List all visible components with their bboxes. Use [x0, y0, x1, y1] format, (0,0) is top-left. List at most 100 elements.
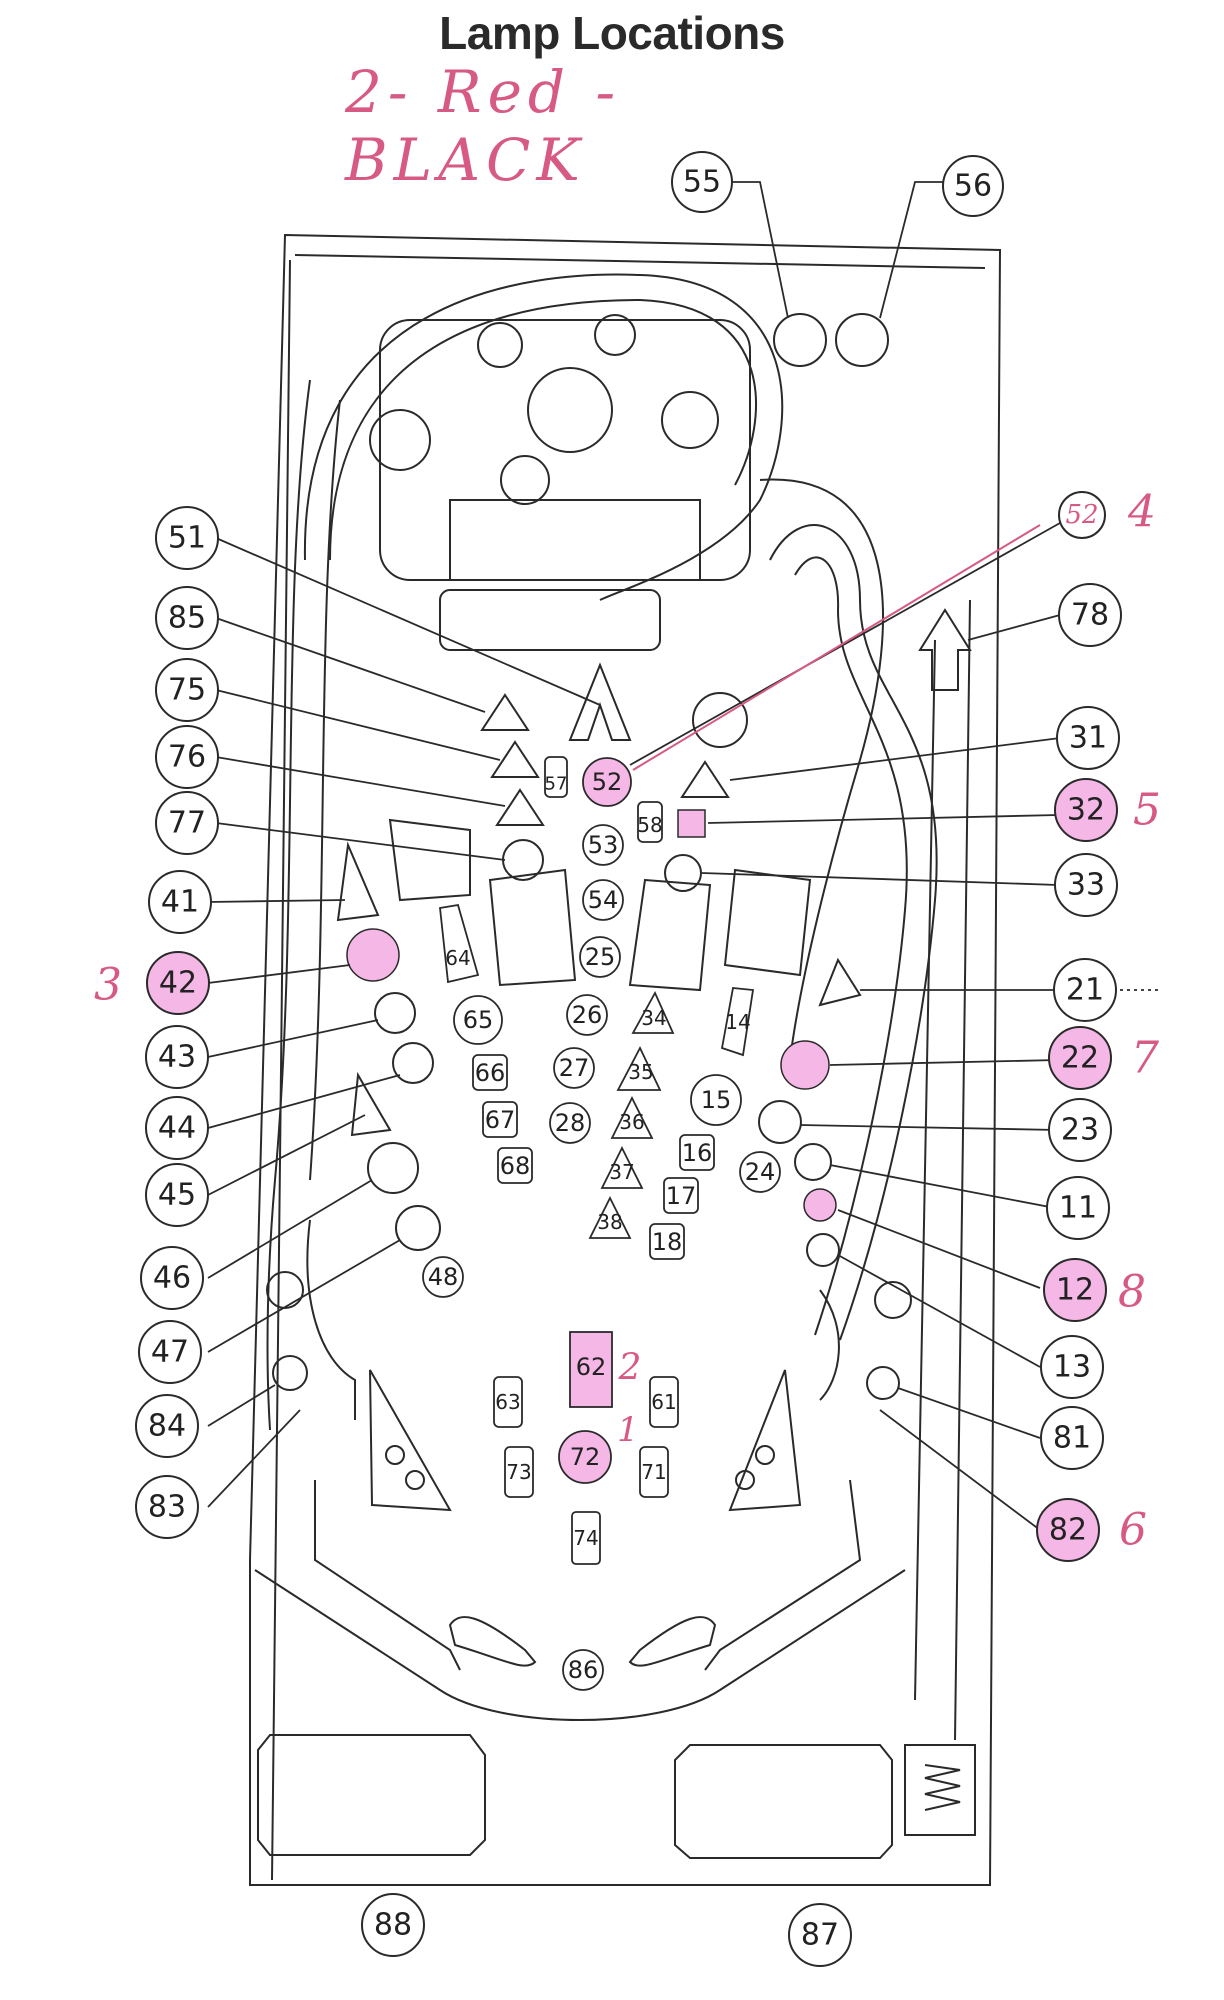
apron-box-left [257, 1734, 486, 1856]
leader-22 [829, 1059, 1059, 1066]
insert-15: 15 [701, 1086, 732, 1114]
callout-33-ring [1054, 853, 1118, 917]
insert-38-shape [588, 1195, 632, 1239]
callout-83-ring [135, 1475, 199, 1539]
bumper-4 [477, 322, 523, 368]
right-ramp-inner [794, 556, 908, 1336]
callout-11: 11 [1059, 1191, 1097, 1226]
callout-52-top-ring [1058, 491, 1106, 539]
leader-43 [207, 1019, 379, 1058]
insert-54-shape [582, 879, 624, 921]
insert-67-shape [482, 1101, 518, 1138]
insert-28-shape [549, 1102, 591, 1144]
insert-64: 64 [445, 946, 470, 970]
hand-mark-6: 6 [1119, 1505, 1147, 1556]
hand-mark-2: 2 [618, 1348, 642, 1389]
triangle-76 [495, 788, 545, 826]
plunger-spring [924, 1764, 961, 1811]
callout-76-ring [155, 725, 219, 789]
insert-73: 73 [506, 1460, 531, 1484]
insert-63: 63 [495, 1390, 520, 1414]
left-inlane [306, 1219, 356, 1420]
insert-74-shape [571, 1511, 601, 1565]
handwritten-note: 2- Red - BLACK [345, 58, 622, 194]
callout-22: 22 [1061, 1041, 1099, 1076]
arrow-78 [918, 608, 972, 691]
insert-53: 53 [588, 831, 619, 859]
hand-mark-4: 4 [1127, 487, 1156, 538]
insert-37: 37 [609, 1160, 634, 1184]
lamp-84 [272, 1355, 308, 1391]
lamp-32-highlight [677, 809, 706, 838]
sling-dot-l1 [385, 1445, 405, 1465]
right-ramp-outer [769, 524, 938, 1341]
insert-35-shape [616, 1045, 662, 1091]
callout-11-ring [1046, 1176, 1110, 1240]
insert-27-shape [553, 1047, 595, 1089]
callout-21-ring [1053, 958, 1117, 1022]
callout-45-ring [145, 1163, 209, 1227]
callout-81-ring [1040, 1406, 1104, 1470]
right-slingshot [728, 1369, 802, 1512]
left-apron-line [254, 1569, 906, 1721]
insert-65-shape [453, 995, 503, 1045]
callout-84: 84 [148, 1409, 186, 1444]
right-post [874, 1281, 912, 1319]
leader-55 [728, 181, 789, 319]
insert-72-shape [558, 1430, 612, 1484]
callout-42-ring [146, 951, 210, 1015]
sling-dot-r2 [735, 1470, 755, 1490]
callout-31-ring [1056, 706, 1120, 770]
insert-66-shape [472, 1054, 508, 1091]
insert-86: 86 [568, 1656, 599, 1684]
cabinet-outline [249, 233, 1002, 1886]
callout-56: 56 [954, 169, 992, 204]
leader-13 [837, 1254, 1041, 1368]
leader-76 [215, 756, 506, 807]
leader-56 [879, 181, 946, 319]
left-post [266, 1271, 304, 1309]
plunger-box [904, 1744, 976, 1836]
upper-loop-inner [329, 298, 757, 561]
leader-52 [629, 522, 1061, 766]
leader-12 [837, 1209, 1041, 1289]
insert-64-shape [439, 903, 480, 984]
lamp-42-highlight [346, 928, 400, 982]
triangle-45 [350, 1071, 392, 1137]
insert-35: 35 [628, 1060, 653, 1084]
callout-12-ring [1043, 1258, 1107, 1322]
insert-24-shape [739, 1151, 781, 1193]
callout-41: 41 [161, 885, 199, 920]
insert-57-shape [544, 756, 568, 798]
arrow-insert-51 [568, 662, 632, 741]
insert-15-shape [690, 1074, 742, 1126]
insert-58: 58 [637, 813, 662, 837]
callout-85: 85 [168, 601, 206, 636]
left-wireform-2 [309, 399, 341, 1181]
leader-44 [207, 1074, 401, 1129]
callout-51-ring [155, 506, 219, 570]
callout-12: 12 [1056, 1273, 1094, 1308]
insert-25: 25 [585, 943, 616, 971]
right-lane-rail [914, 599, 971, 1741]
upper-lamp-55 [773, 313, 827, 367]
insert-27: 27 [559, 1054, 590, 1082]
insert-63-shape [493, 1376, 523, 1428]
callout-82-ring [1036, 1498, 1100, 1562]
insert-28: 28 [555, 1109, 586, 1137]
cabinet-inner-line [271, 254, 986, 1881]
insert-58-shape [637, 801, 663, 843]
left-flipper-guide [314, 1480, 461, 1671]
lamp-22-highlight [780, 1040, 830, 1090]
insert-14: 14 [725, 1010, 750, 1034]
callout-78-ring [1058, 583, 1122, 647]
callout-32-ring [1054, 778, 1118, 842]
lamp-23 [758, 1100, 802, 1144]
insert-26-shape [566, 994, 608, 1036]
leader-47 [207, 1239, 401, 1353]
target-left [488, 868, 577, 987]
handwritten-line-52 [632, 524, 1041, 771]
leader-11 [829, 1164, 1056, 1209]
insert-68: 68 [500, 1152, 531, 1180]
